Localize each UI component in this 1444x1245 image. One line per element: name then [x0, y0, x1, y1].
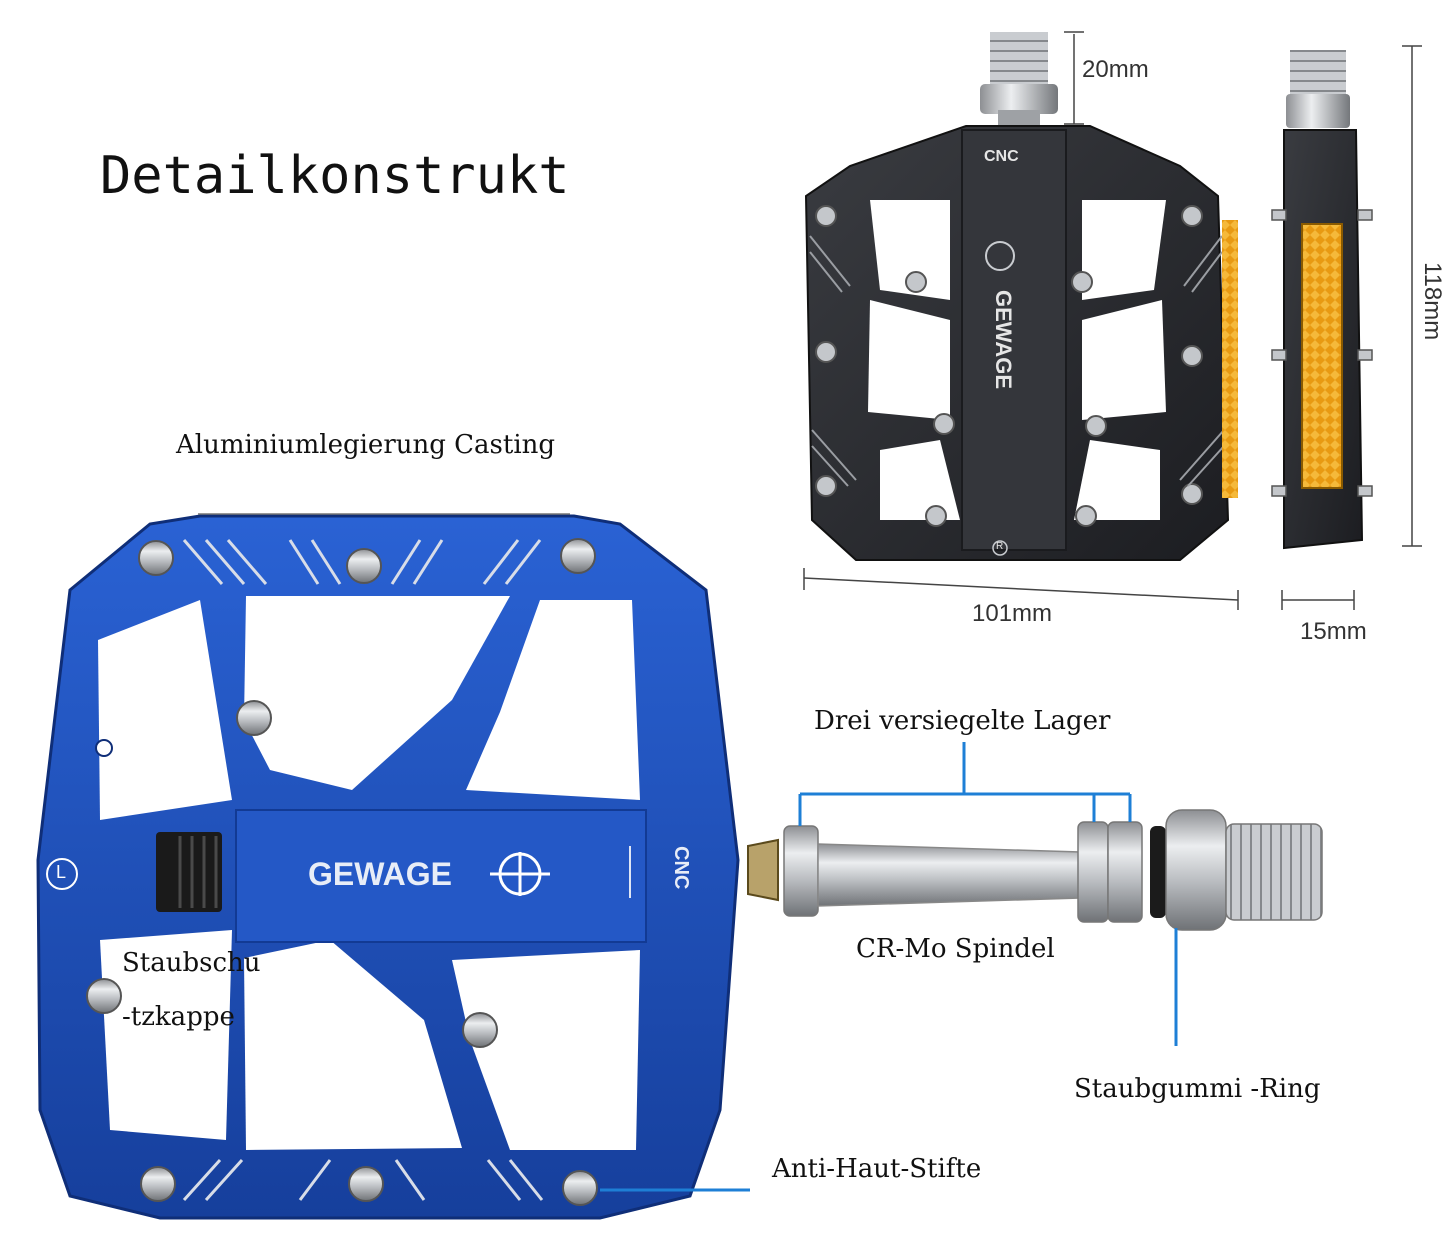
brand-emblem-icon	[490, 852, 550, 896]
pedal-top-view	[804, 32, 1238, 561]
pedal-top-thread	[990, 32, 1048, 84]
dimension-lines	[803, 31, 1422, 610]
side-mark-circle-icon	[46, 858, 78, 890]
pedal-front-window	[244, 940, 462, 1150]
callout-spindle: CR-Mo Spindel	[856, 934, 1055, 964]
bearing-1	[783, 825, 819, 917]
pedal-top-window	[880, 440, 960, 520]
pedal-front-cnc-mark: CNC	[670, 846, 692, 890]
pedal-top-cnc-mark: CNC	[984, 148, 1019, 165]
dimension-thickness: 15mm	[1300, 618, 1367, 645]
pedal-front-window	[452, 950, 640, 1150]
pedal-top-window	[1082, 200, 1166, 300]
pedal-front-window	[100, 930, 232, 1140]
pedal-front-brand: GEWAGE	[308, 856, 453, 892]
callout-dust-cap-line1: Staubschu	[122, 948, 261, 978]
pedal-front-window	[244, 596, 510, 790]
bearing-2	[1077, 821, 1109, 923]
pedal-front-engraving	[182, 539, 544, 1202]
dimension-shaft-length: 20mm	[1082, 56, 1149, 83]
spindle-flange	[1165, 809, 1227, 931]
pedal-top-reflector-edge	[1222, 220, 1238, 498]
pedal-front-window	[466, 600, 640, 800]
pedal-top-axle-collar	[980, 84, 1058, 114]
pedal-top-registered-mark: R	[996, 541, 1004, 552]
spindle	[747, 809, 1323, 931]
callout-lines	[600, 742, 1178, 1192]
spindle-shaft	[817, 843, 1081, 907]
pedal-top-window	[870, 200, 950, 300]
pedal-top-window	[868, 300, 950, 420]
dimension-height: 118mm	[1419, 262, 1444, 341]
spindle-nut	[747, 838, 779, 902]
brand-emblem-icon	[985, 241, 1015, 271]
pedal-front-center-bar	[235, 809, 647, 943]
pedal-front-window	[98, 600, 232, 820]
pedal-front-view	[36, 514, 740, 1220]
spindle-thread	[1225, 823, 1323, 921]
bearing-3	[1107, 821, 1143, 923]
pedal-top-brand: GEWAGE	[991, 290, 1016, 390]
callout-bearings: Drei versiegelte Lager	[814, 706, 1111, 736]
pedal-side-pins	[1271, 209, 1373, 497]
dimension-width: 101mm	[972, 600, 1053, 627]
pedal-front-side-mark: L	[56, 862, 67, 882]
dust-rubber-ring	[1150, 826, 1166, 918]
pedal-front-pins	[86, 538, 598, 1206]
pedal-side-view	[1271, 50, 1373, 550]
pedal-side-reflector	[1301, 223, 1343, 489]
registered-mark-icon	[992, 540, 1008, 556]
pedal-top-window	[1074, 440, 1160, 520]
callout-rubber-ring: Staubgummi -Ring	[1074, 1074, 1321, 1104]
pedal-top-engraving	[809, 235, 1225, 487]
callout-dust-cap-line2: -tzkappe	[122, 1002, 235, 1032]
pedal-side-thread	[1290, 50, 1346, 96]
callout-pins: Anti-Haut-Stifte	[772, 1154, 982, 1184]
pedal-top-pins	[815, 205, 1203, 527]
pedal-top-window	[1082, 300, 1166, 420]
callout-casting: Aluminiumlegierung Casting	[176, 430, 556, 460]
dust-cap	[156, 832, 222, 912]
page-title: Detailkonstrukt	[100, 146, 570, 206]
